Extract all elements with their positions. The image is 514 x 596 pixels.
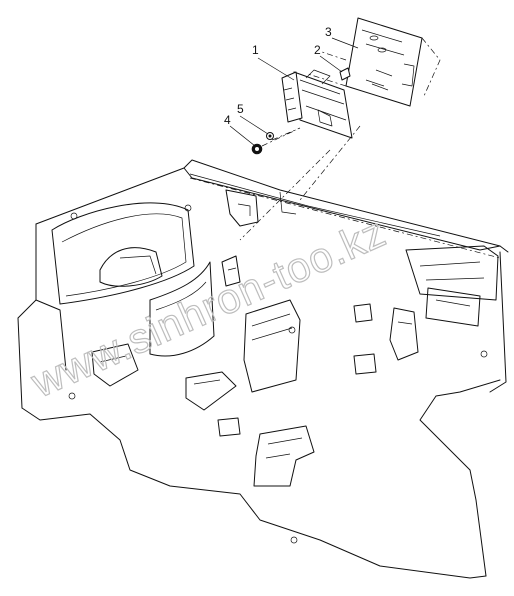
leader-lines [229,37,359,147]
callout-2: 2 [314,43,321,57]
control-unit [281,69,353,139]
callout-5: 5 [237,102,244,116]
assembly-axis [239,125,361,241]
callout-1: 1 [252,43,259,57]
callout-4: 4 [224,113,231,127]
mounting-plate [307,17,441,107]
washer-part-5 [266,132,274,140]
callout-3: 3 [325,25,332,39]
cab-body [17,159,509,579]
nut-part-4 [251,143,263,155]
clip-part-2 [339,67,351,81]
watermark: www.sinhron-too.kz [24,208,393,407]
